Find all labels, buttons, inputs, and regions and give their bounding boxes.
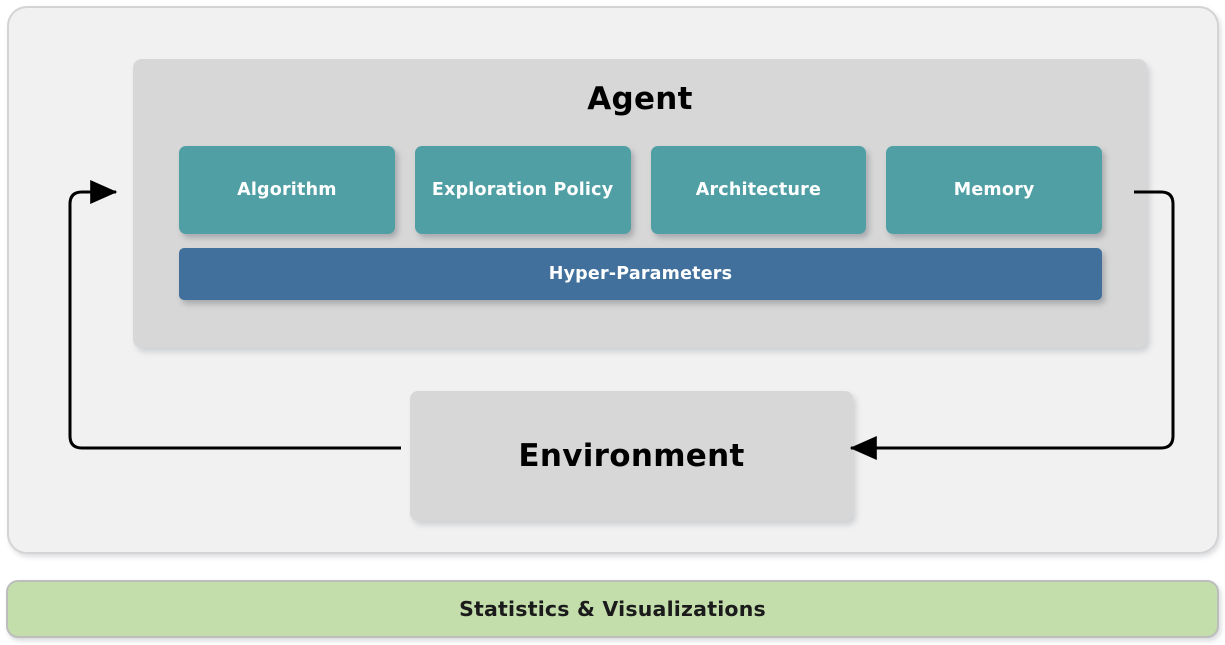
component-card-architecture[interactable]: Architecture [650, 146, 867, 234]
component-label: Exploration Policy [431, 180, 614, 200]
agent-component-row: Algorithm Exploration Policy Architectur… [179, 146, 1102, 234]
rl-loop-panel: Agent Algorithm Exploration Policy Archi… [7, 6, 1219, 554]
component-label: Algorithm [237, 180, 337, 200]
agent-title: Agent [587, 81, 693, 117]
environment-title: Environment [518, 438, 745, 474]
statistics-visualizations-label: Statistics & Visualizations [459, 597, 766, 621]
statistics-visualizations-bar[interactable]: Statistics & Visualizations [6, 580, 1219, 638]
component-card-memory[interactable]: Memory [886, 146, 1102, 234]
component-label: Architecture [695, 180, 822, 200]
environment-panel[interactable]: Environment [410, 391, 853, 521]
agent-panel[interactable]: Agent Algorithm Exploration Policy Archi… [133, 59, 1147, 348]
hyper-parameters-bar[interactable]: Hyper-Parameters [179, 248, 1102, 300]
component-label: Memory [953, 180, 1035, 200]
hyper-parameters-label: Hyper-Parameters [548, 264, 733, 284]
component-card-exploration-policy[interactable]: Exploration Policy [414, 146, 631, 234]
component-card-algorithm[interactable]: Algorithm [179, 146, 395, 234]
